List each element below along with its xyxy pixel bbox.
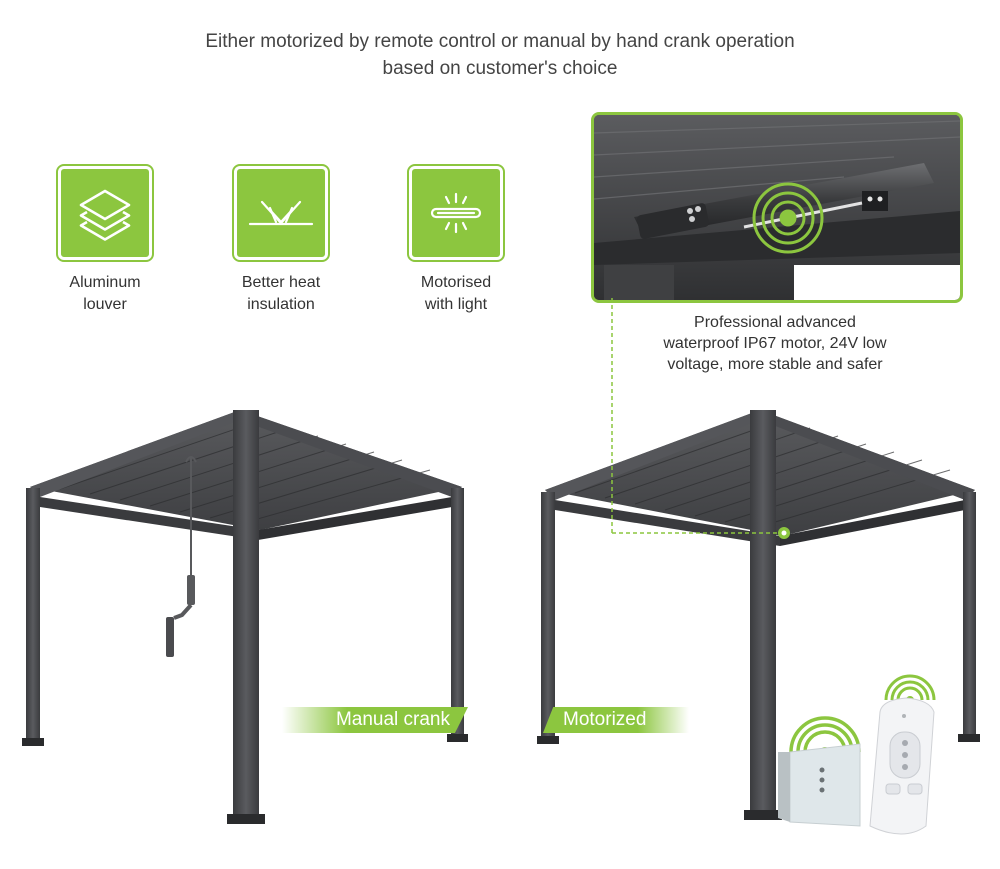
motor-caption-line-3: voltage, more stable and safer bbox=[667, 356, 883, 373]
manual-pergola-image bbox=[22, 410, 468, 824]
light-bar-icon bbox=[407, 164, 505, 262]
wireless-signal-icon bbox=[789, 716, 861, 753]
headline-line-1: Either motorized by remote control or ma… bbox=[205, 31, 795, 52]
wall-switch-image bbox=[778, 716, 861, 827]
motor-caption: Professional advanced waterproof IP67 mo… bbox=[620, 312, 930, 375]
headline: Either motorized by remote control or ma… bbox=[0, 28, 1000, 82]
feature-label-2a: Better heat bbox=[241, 274, 321, 291]
motor-caption-line-2: waterproof IP67 motor, 24V low bbox=[663, 335, 887, 352]
headline-line-2: based on customer's choice bbox=[382, 58, 618, 79]
layers-icon bbox=[56, 164, 154, 262]
remote-control-image bbox=[869, 674, 936, 835]
feature-motorised-light: Motorised with light bbox=[391, 164, 521, 316]
feature-label-1b: louver bbox=[83, 296, 127, 313]
motorized-label: Motorized bbox=[543, 707, 689, 733]
motor-caption-line-1: Professional advanced bbox=[694, 314, 856, 331]
manual-crank-label: Manual crank bbox=[282, 707, 468, 733]
motorized-pergola-image bbox=[537, 410, 980, 820]
feature-label-3a: Motorised bbox=[420, 274, 492, 291]
feature-label-3b: with light bbox=[424, 296, 488, 313]
heat-insulation-icon bbox=[232, 164, 330, 262]
feature-heat-insulation: Better heat insulation bbox=[216, 164, 346, 316]
feature-label-2b: insulation bbox=[247, 296, 315, 313]
hand-crank-icon bbox=[166, 456, 197, 657]
feature-label-1a: Aluminum bbox=[69, 274, 141, 291]
motor-closeup-image bbox=[591, 112, 963, 303]
wireless-signal-icon-2 bbox=[884, 674, 936, 701]
feature-aluminum-louver: Aluminum louver bbox=[40, 164, 170, 316]
